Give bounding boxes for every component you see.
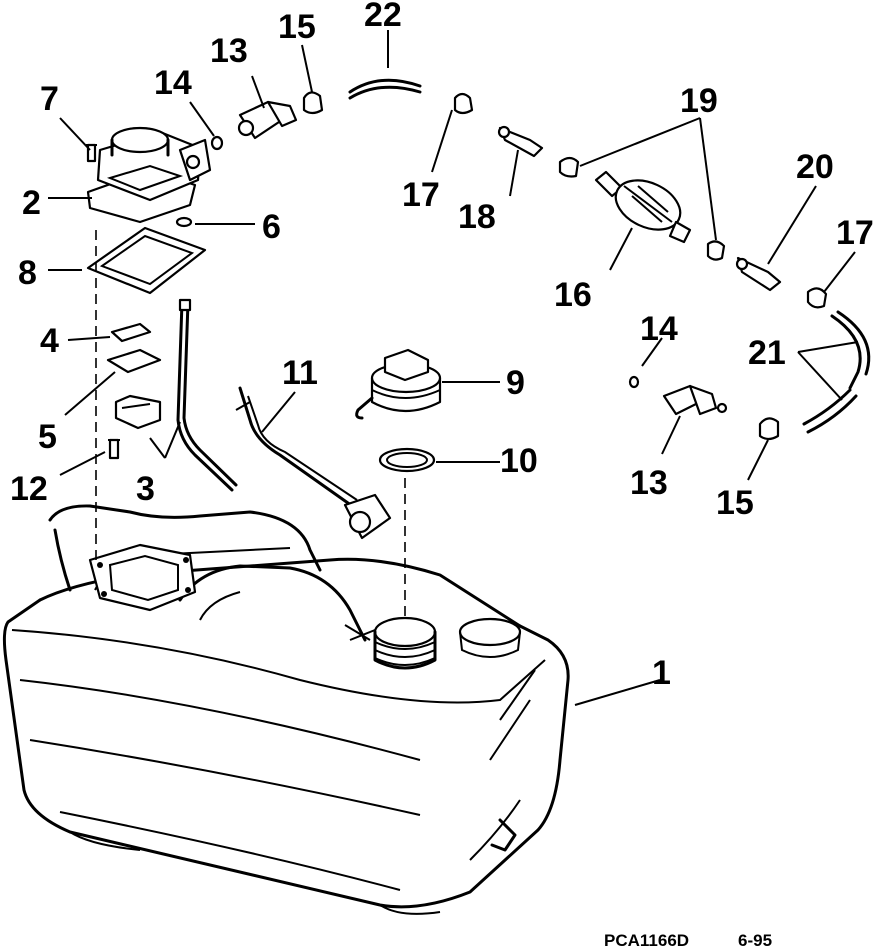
connector-13-lower [662, 384, 728, 416]
label-15-lower: 15 [716, 484, 754, 522]
clamp-19-left [558, 156, 580, 178]
label-1: 1 [652, 654, 671, 692]
figure-code: PCA1166D [604, 931, 689, 949]
cap-gasket-10 [378, 447, 436, 473]
label-15-upper: 15 [278, 8, 316, 46]
primer-bulb-16 [594, 170, 692, 244]
clamp-19-right [706, 240, 726, 261]
clamp-17-right [806, 287, 828, 309]
connector-13-upper [237, 100, 298, 140]
label-21: 21 [748, 334, 786, 372]
label-6: 6 [262, 208, 281, 246]
screw-7 [86, 143, 97, 163]
label-19: 19 [680, 82, 718, 120]
fitting-18 [497, 125, 544, 158]
label-20: 20 [796, 148, 834, 186]
filler-cap-9 [355, 348, 442, 420]
label-10: 10 [500, 442, 538, 480]
label-14-lower: 14 [640, 310, 678, 348]
leader-lines [48, 30, 859, 706]
o-ring-14-lower [628, 375, 640, 389]
label-12: 12 [10, 470, 48, 508]
gasket-8 [86, 226, 207, 295]
label-5: 5 [38, 418, 57, 456]
figure-date: 6-95 [738, 931, 772, 949]
label-11: 11 [282, 354, 318, 392]
o-ring-6 [175, 216, 193, 228]
clamp-15-upper [302, 91, 324, 115]
label-3: 3 [136, 470, 155, 508]
label-22: 22 [364, 0, 402, 34]
clamp-17-upper [453, 92, 474, 115]
callout-labels: 1 2 3 4 5 6 7 8 9 10 11 12 13 13 14 14 1… [10, 0, 874, 692]
screw-12 [108, 438, 120, 460]
label-13-upper: 13 [210, 32, 248, 70]
fuel-tank [2, 504, 570, 915]
bracket-5 [106, 348, 162, 430]
label-13-lower: 13 [630, 464, 668, 502]
label-7: 7 [40, 80, 59, 118]
label-8: 8 [18, 254, 37, 292]
label-14-upper: 14 [154, 64, 192, 102]
gauge-float-arm-11 [235, 386, 392, 540]
label-18: 18 [458, 198, 496, 236]
label-16: 16 [554, 276, 592, 314]
seal-4 [110, 322, 152, 343]
label-4: 4 [40, 322, 59, 360]
label-2: 2 [22, 184, 41, 222]
pickup-tube-3 [176, 298, 238, 492]
fuel-gauge-sender [86, 126, 212, 224]
label-17-right: 17 [836, 214, 874, 252]
label-9: 9 [506, 364, 525, 402]
hose-22 [348, 78, 422, 94]
fitting-20 [735, 256, 782, 292]
o-ring-14-upper [210, 135, 224, 151]
clamp-15-lower [758, 417, 780, 441]
label-17-upper: 17 [402, 176, 440, 214]
hose-21 [802, 310, 871, 434]
